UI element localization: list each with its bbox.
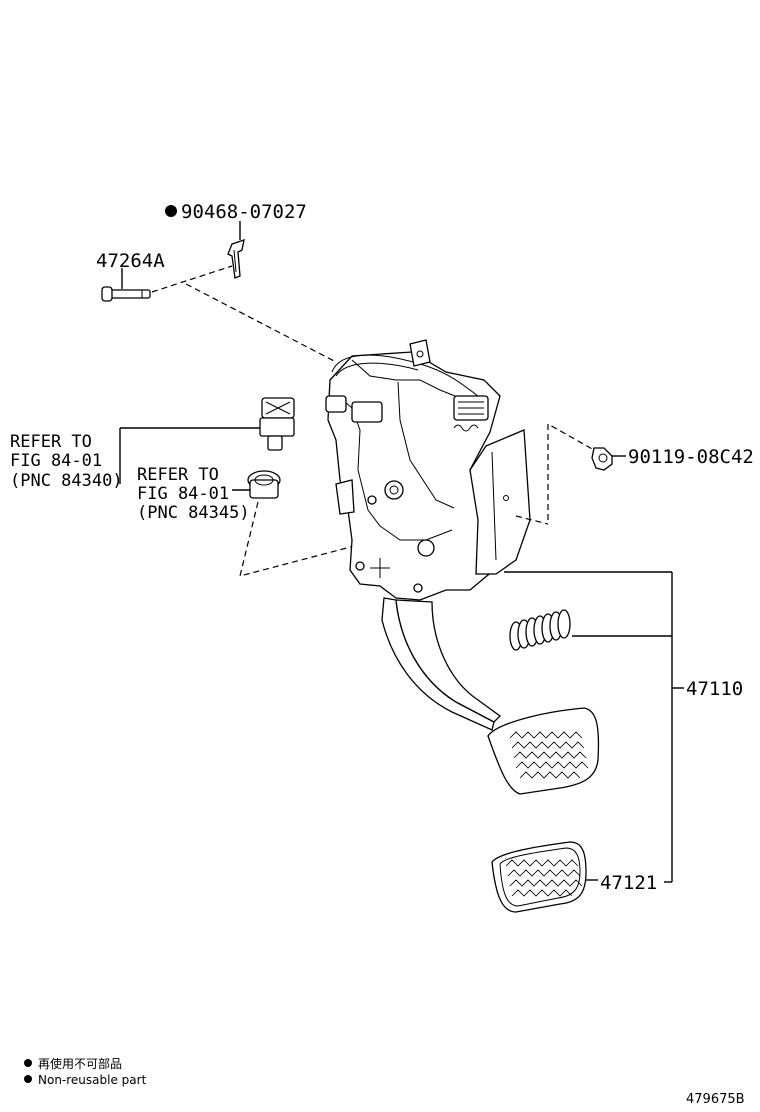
stopper-cushion-drawing (232, 470, 281, 499)
pedal-arm-drawing (381, 597, 600, 795)
ref-switch-line2: FIG 84-01 (10, 451, 102, 471)
cushion-guide (239, 501, 363, 577)
label-pin-part: 47264A (96, 250, 165, 272)
label-bolt-part: 90119-08C42 (628, 446, 754, 468)
pedal-arm-hatch (509, 731, 589, 779)
ref-switch-line1: REFER TO (10, 432, 92, 452)
legend-marker-icon-2 (24, 1075, 32, 1083)
legend-marker-icon (24, 1059, 32, 1067)
bolt-part-drawing (591, 447, 626, 471)
legend-en: Non-reusable part (38, 1073, 147, 1087)
pedal-bracket-drawing (325, 339, 531, 601)
pin-bracket-guide (185, 283, 337, 363)
pin-part-drawing (101, 268, 151, 302)
label-clip-part: 90468-07027 (181, 201, 307, 223)
ref-switch-line3: (PNC 84340) (10, 471, 123, 491)
ref-cushion-line1: REFER TO (137, 465, 219, 485)
stop-lamp-switch-drawing (119, 397, 295, 484)
pedal-pad-drawing (491, 841, 598, 913)
bolt-guide (547, 422, 595, 520)
non-reusable-marker-icon (165, 205, 177, 217)
label-pedal-assembly: 47110 (686, 678, 743, 700)
label-pedal-pad: 47121 (600, 872, 657, 894)
ref-cushion-line2: FIG 84-01 (137, 484, 229, 504)
figure-id: 479675B (686, 1092, 745, 1107)
ref-cushion-line3: (PNC 84345) (137, 503, 250, 523)
legend-cn: 再使用不可部品 (38, 1056, 122, 1071)
assembly-bracket-lines (504, 571, 684, 883)
return-spring-drawing (509, 609, 672, 651)
pin-clip-guide (151, 265, 233, 293)
clip-part-drawing (227, 221, 245, 279)
